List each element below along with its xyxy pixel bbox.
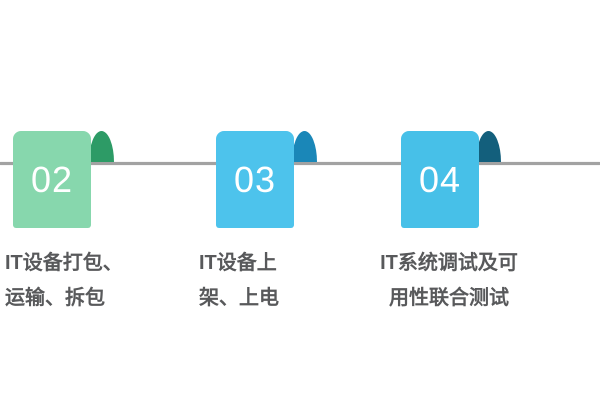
ribbon-banner: 04 — [401, 131, 479, 228]
step-label-line-2: 运输、拆包 — [5, 287, 105, 309]
step-number: 03 — [233, 159, 277, 200]
ribbon-fold-icon — [292, 131, 317, 162]
step-number: 04 — [418, 159, 462, 200]
timeline-line — [0, 162, 600, 165]
step-label-line-2: 架、上电 — [199, 287, 279, 309]
ribbon-fold-icon — [89, 131, 114, 162]
ribbon-banner: 02 — [13, 131, 91, 228]
step-label-line-1: IT设备打包、 — [5, 252, 123, 274]
step-label: IT设备打包、 运输、拆包 — [5, 246, 155, 316]
step-label: IT设备上 架、上电 — [199, 246, 349, 316]
step-label-line-1: IT系统调试及可 — [380, 252, 518, 274]
step-label-line-1: IT设备上 — [199, 252, 277, 274]
step-label: IT系统调试及可 用性联合测试 — [368, 246, 530, 316]
step-label-line-2: 用性联合测试 — [389, 287, 509, 309]
ribbon-fold-icon — [476, 131, 501, 162]
ribbon-banner: 03 — [216, 131, 294, 228]
step-number: 02 — [30, 159, 74, 200]
